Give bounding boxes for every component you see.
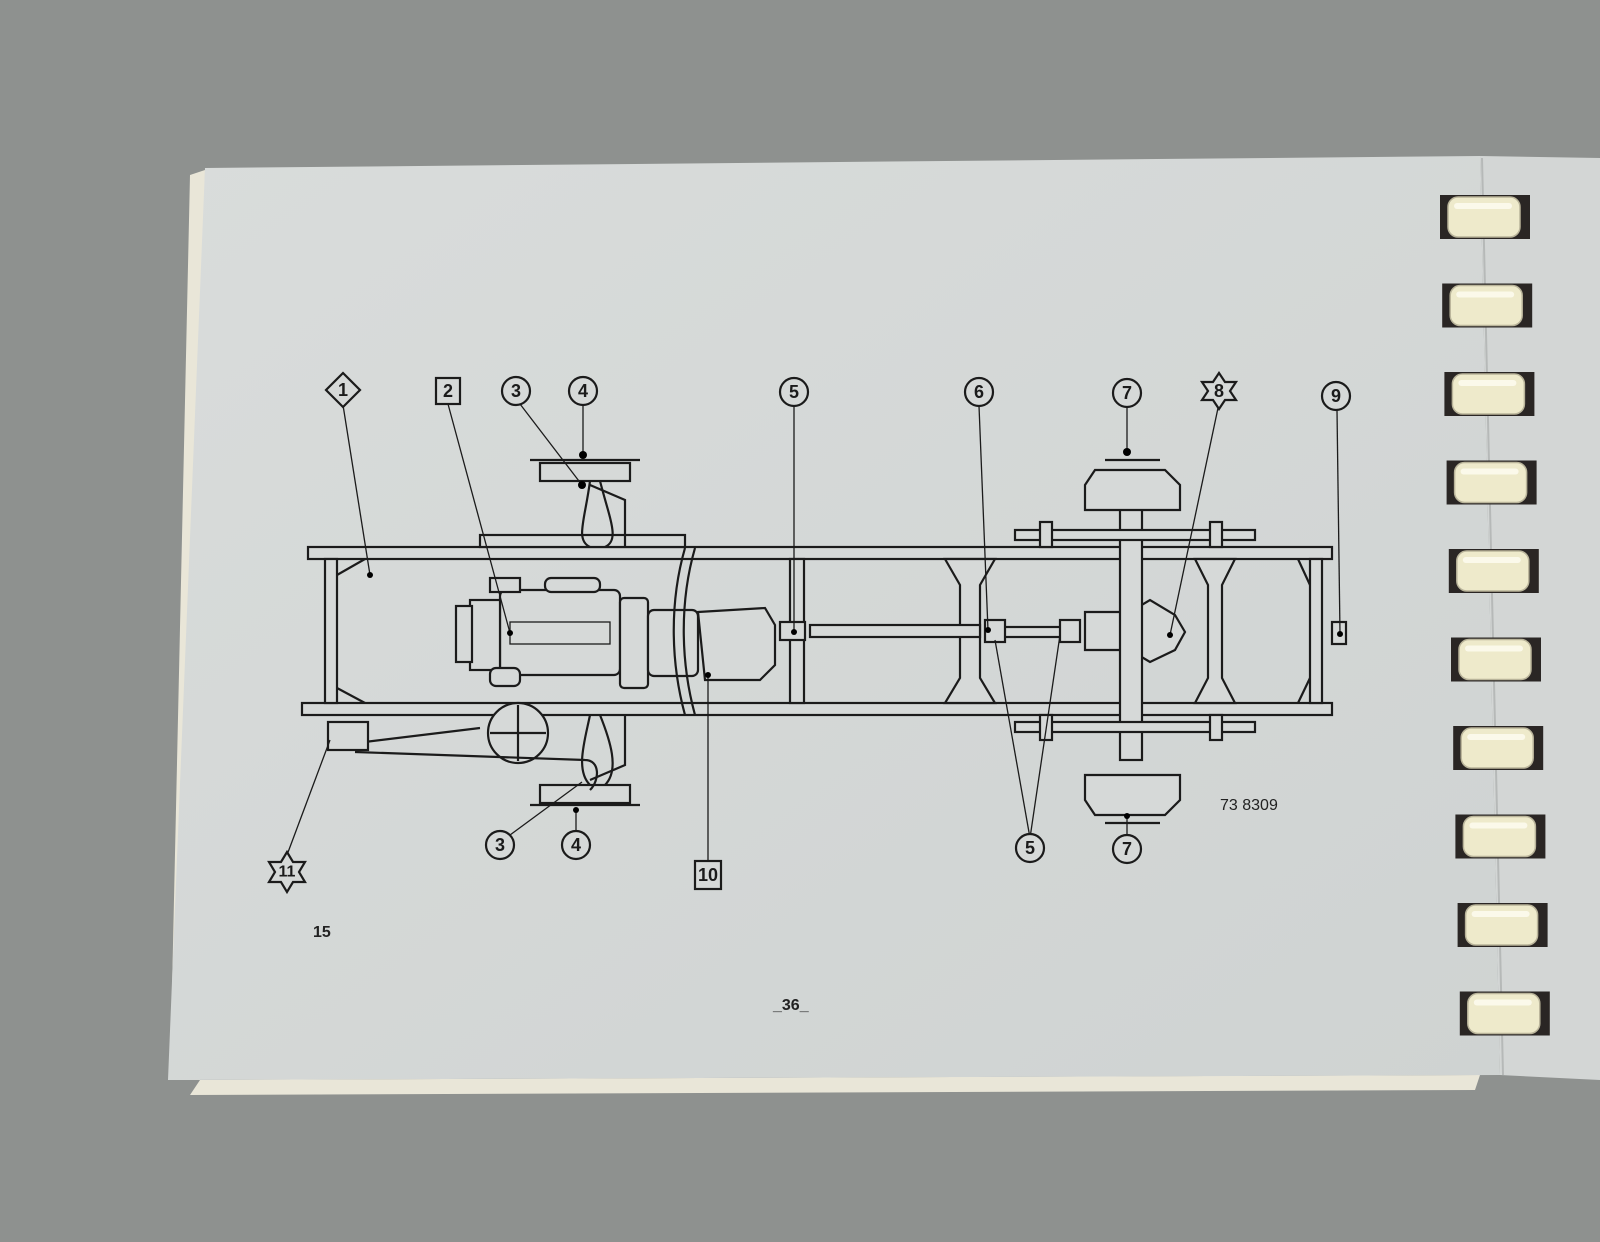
engine-block <box>498 588 622 677</box>
callout-10: 10 <box>693 859 723 891</box>
spiral-binding <box>1440 195 1550 1036</box>
svg-text:10: 10 <box>698 865 718 885</box>
svg-text:3: 3 <box>495 835 505 855</box>
ring-highlight <box>1460 468 1519 475</box>
drawing-reference: 73 8309 <box>1220 797 1278 814</box>
callout-2: 2 <box>434 376 462 406</box>
callout-9: 9 <box>1320 380 1352 412</box>
ring-highlight <box>1467 734 1526 740</box>
svg-text:7: 7 <box>1122 383 1132 403</box>
page-number: _36_ <box>772 997 810 1014</box>
ring-highlight <box>1465 645 1523 652</box>
figure-number: 15 <box>313 924 331 941</box>
gearbox <box>696 606 777 682</box>
ring-highlight <box>1454 203 1512 209</box>
callout-7-top: 7 <box>1111 377 1143 409</box>
frame-rail-top <box>306 545 1334 561</box>
callout-3-top: 3 <box>500 375 532 407</box>
callout-5-bottom: 5 <box>1014 832 1046 864</box>
rear-wheel-bottom <box>1083 773 1182 817</box>
svg-text:9: 9 <box>1331 386 1341 406</box>
svg-text:2: 2 <box>443 381 453 401</box>
rear-wheel-top <box>1083 468 1182 512</box>
chassis-diagram <box>300 458 1348 825</box>
svg-text:7: 7 <box>1122 839 1132 859</box>
callout-5-top: 5 <box>778 376 810 408</box>
callout-4-bottom: 4 <box>560 829 592 861</box>
callout-11: 11 <box>267 849 307 895</box>
ring-highlight <box>1473 999 1532 1006</box>
svg-text:11: 11 <box>279 864 296 881</box>
ring-highlight <box>1471 911 1530 917</box>
svg-text:4: 4 <box>578 381 588 401</box>
svg-text:3: 3 <box>511 381 521 401</box>
frame-rail-bottom <box>300 701 1334 717</box>
svg-text:4: 4 <box>571 835 581 855</box>
svg-text:5: 5 <box>789 382 799 402</box>
front-wheel-bottom <box>538 783 632 805</box>
ring-highlight <box>1462 557 1521 563</box>
propeller-shaft-1 <box>808 623 982 639</box>
callout-1: 1 <box>324 371 362 409</box>
manual-page <box>168 156 1500 1080</box>
callout-4-top: 4 <box>567 375 599 407</box>
callout-3-bottom: 3 <box>484 829 516 861</box>
svg-text:1: 1 <box>338 380 348 400</box>
callout-7-bottom: 7 <box>1111 833 1143 865</box>
ring-highlight <box>1458 380 1517 386</box>
callout-6: 6 <box>963 376 995 408</box>
callout-8: 8 <box>1199 371 1239 411</box>
svg-text:6: 6 <box>974 382 984 402</box>
front-wheel-top <box>538 461 632 483</box>
ring-highlight <box>1469 822 1528 829</box>
ring-highlight <box>1456 291 1515 298</box>
svg-text:5: 5 <box>1025 838 1035 858</box>
svg-text:8: 8 <box>1214 381 1224 401</box>
leader-lines <box>286 403 1343 863</box>
